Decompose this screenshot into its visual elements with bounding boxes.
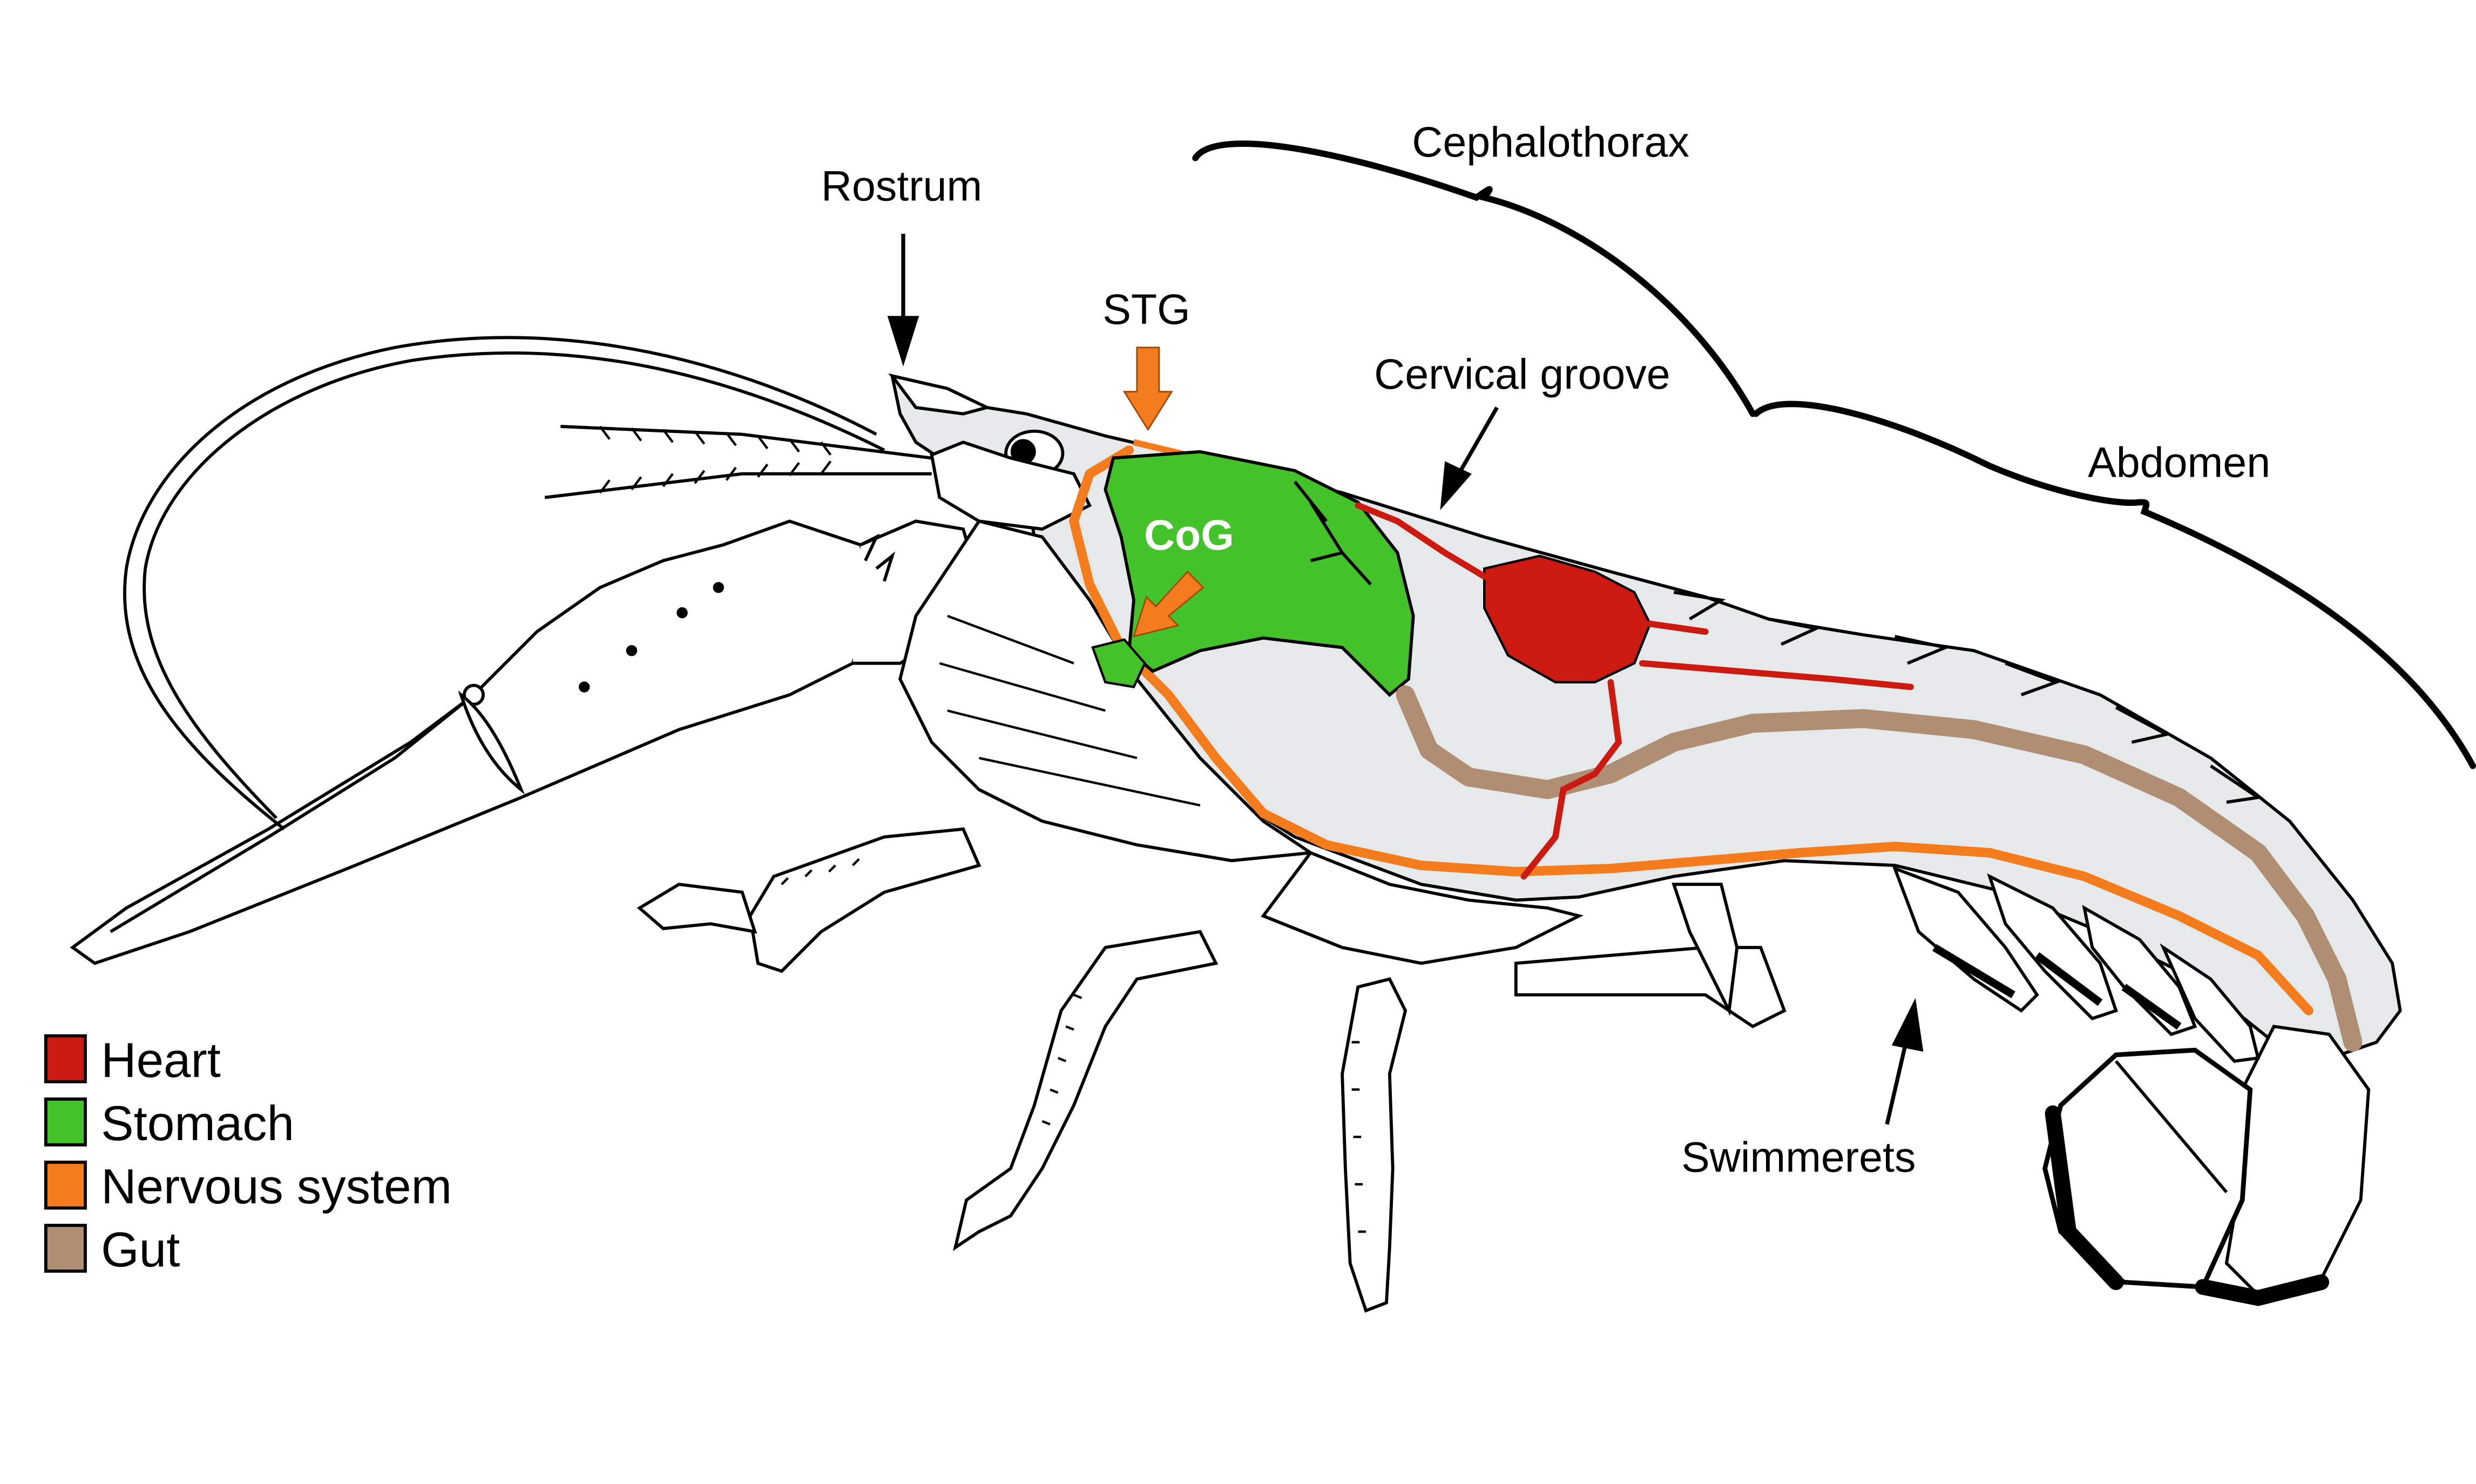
- tail-fan-line: [2114, 1060, 2228, 1194]
- claw-joint-lens: [458, 690, 525, 795]
- label-cog: CoG: [1144, 511, 1234, 559]
- legend-swatch-nervous-system: [44, 1160, 87, 1210]
- swimmeret-hatch: [1932, 944, 2182, 1030]
- legend-item-heart: Heart: [44, 1033, 221, 1088]
- long-antenna-outer: [123, 336, 877, 831]
- arrows: [887, 234, 1924, 1125]
- leg-1: [748, 827, 982, 973]
- legend-swatch-stomach: [44, 1097, 87, 1147]
- swimmeret-4: [2160, 943, 2261, 1063]
- claw-spines: [860, 533, 896, 582]
- head: [888, 373, 1092, 531]
- stomach: [1104, 450, 1415, 697]
- cog-arrow: [1132, 570, 1205, 638]
- swimmerets-arrow-head: [1891, 998, 1924, 1052]
- antennal-base: [930, 441, 1092, 531]
- claw-dot: [626, 645, 638, 656]
- swimmeret-1: [1892, 865, 2039, 1013]
- claw-main: [70, 519, 878, 965]
- legend-label-stomach: Stomach: [101, 1096, 294, 1151]
- legend-swatch-gut: [44, 1223, 87, 1273]
- thorax-plate: [1261, 851, 1584, 965]
- stg-ganglion: [1091, 638, 1147, 688]
- legend-item-stomach: Stomach: [44, 1096, 294, 1151]
- tail-fan: [2224, 1025, 2371, 1297]
- leg-3: [1341, 977, 1408, 1313]
- swimmeret-2: [1987, 873, 2118, 1021]
- legend-item-nervous-system: Nervous system: [44, 1160, 452, 1214]
- claw-dot: [578, 681, 590, 693]
- legend-label-gut: Gut: [101, 1223, 180, 1277]
- stg-arrow: [1122, 347, 1173, 431]
- long-antenna-inner: [143, 351, 885, 819]
- claw-fixed-finger: [110, 693, 475, 933]
- swimmerets-arrow-shaft: [1885, 1041, 1908, 1125]
- legend-item-gut: Gut: [44, 1223, 180, 1277]
- label-stg: STG: [1102, 286, 1190, 333]
- braces: [1192, 140, 2476, 769]
- label-abdomen: Abdomen: [2088, 439, 2270, 486]
- leg-1-tip: [637, 883, 757, 934]
- stomach-inner-lines: [1294, 480, 1372, 586]
- labels: Rostrum STG Cephalothorax Cervical groov…: [821, 118, 2270, 1181]
- leg-2: [952, 930, 1219, 1251]
- claw-dot: [713, 582, 724, 593]
- antennule-upper: [560, 425, 932, 460]
- cervical-groove-arrow-shaft: [1459, 406, 1499, 472]
- legend-swatch-heart: [44, 1034, 87, 1083]
- rostrum-spine: [888, 373, 992, 416]
- label-cephalothorax: Cephalothorax: [1412, 118, 1689, 166]
- label-cervical-groove: Cervical groove: [1374, 350, 1670, 398]
- mouthparts: [898, 519, 1584, 965]
- arteries: [1355, 502, 1914, 880]
- walking-legs: [637, 827, 1787, 1313]
- legend: Heart Stomach Nervous system Gut: [44, 1033, 452, 1277]
- label-swimmerets: Swimmerets: [1681, 1133, 1916, 1181]
- label-rostrum: Rostrum: [821, 162, 982, 210]
- legend-label-nervous-system: Nervous system: [101, 1160, 452, 1214]
- leg-spines: [781, 858, 1366, 1233]
- claw-dot: [676, 607, 688, 619]
- nervous-system: [1069, 445, 2313, 1015]
- swimmerets: [1892, 865, 2261, 1063]
- antennae: [123, 336, 932, 831]
- cephalothorax-brace: [1192, 140, 1756, 417]
- organs: [1069, 439, 2363, 1052]
- heart: [1483, 554, 1652, 683]
- tail-fan-hatch: [2045, 1105, 2329, 1306]
- rostrum-arrow-head: [887, 316, 919, 367]
- antennule-hairs: [599, 425, 832, 494]
- antennule-lower: [544, 472, 932, 499]
- swimmeret-3: [2082, 905, 2197, 1036]
- legend-label-heart: Heart: [101, 1033, 221, 1088]
- abdomen-brace: [1753, 401, 2476, 769]
- mouthpart-lines: [939, 614, 1201, 807]
- leg-4: [1514, 946, 1787, 1028]
- claw: [70, 519, 981, 965]
- abdomen-spines: [1673, 591, 2263, 804]
- cervical-groove-arrow-head: [1440, 461, 1472, 510]
- gut: [1396, 685, 2363, 1052]
- tail-fan-left: [2042, 1047, 2253, 1290]
- leg-5: [1672, 883, 1739, 1017]
